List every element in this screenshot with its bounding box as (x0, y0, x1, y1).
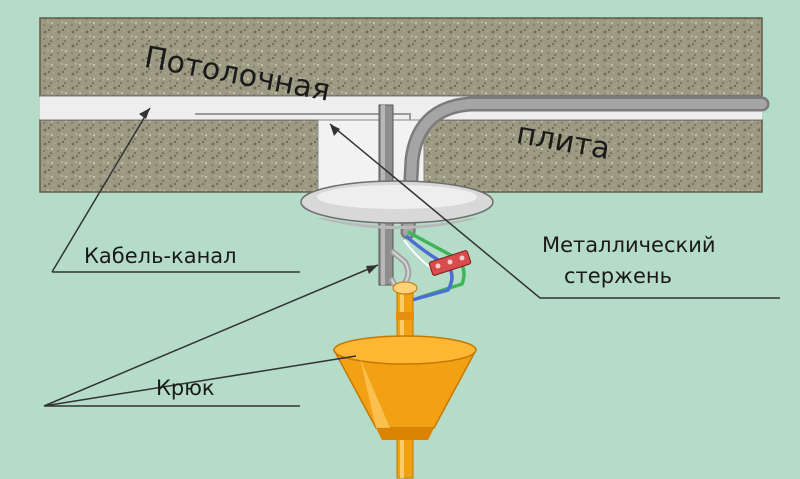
cable-channel-label: Кабель-канал (84, 244, 237, 268)
metal-rod-label-line1: Металлический (542, 233, 716, 257)
guide-rod (195, 113, 411, 120)
hook-label: Крюк (156, 376, 215, 400)
leader-hook (43, 264, 379, 407)
leader-metal-rod (329, 123, 780, 299)
ceiling-slab-upper (39, 17, 763, 97)
metal-rod-label-line2: стержень (564, 264, 672, 288)
terminal-block (428, 250, 472, 276)
leader-cable-channel (51, 107, 300, 273)
